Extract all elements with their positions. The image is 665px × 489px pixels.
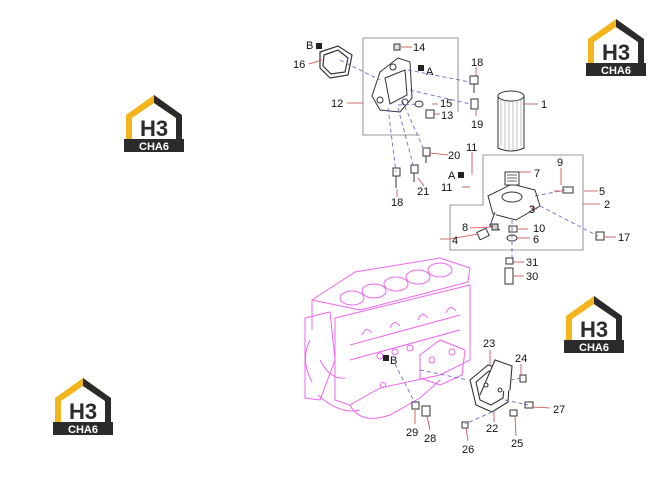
marker-B-lower: B xyxy=(383,355,397,367)
callout-6: 6 xyxy=(533,234,539,246)
callout-14: 14 xyxy=(413,42,425,54)
logo-mark: H3 xyxy=(140,116,168,141)
marker-label: A xyxy=(448,170,456,182)
marker-A-lower: A xyxy=(448,170,464,182)
callout-4: 4 xyxy=(452,235,458,247)
callout-9: 9 xyxy=(557,157,563,169)
callout-17: 17 xyxy=(618,232,630,244)
logo-word: CHA6 xyxy=(139,141,169,153)
engine-block-outline xyxy=(304,257,471,419)
callout-18-upper: 18 xyxy=(471,57,483,69)
logo-mark: H3 xyxy=(580,317,608,342)
callout-30: 30 xyxy=(526,271,538,283)
leader-lines xyxy=(308,46,616,442)
oil-filter-bracket xyxy=(371,57,413,113)
callout-19: 19 xyxy=(471,119,483,131)
callout-8: 8 xyxy=(462,222,468,234)
marker-label: A xyxy=(426,66,434,78)
callout-25: 25 xyxy=(511,438,523,450)
callout-12: 12 xyxy=(331,98,343,110)
small-parts-head xyxy=(476,186,605,285)
callout-23: 23 xyxy=(483,338,495,350)
callout-5: 5 xyxy=(599,186,605,198)
callout-29: 29 xyxy=(406,427,418,439)
callout-2: 2 xyxy=(604,199,610,211)
marker-label: B xyxy=(390,355,397,367)
callout-26: 26 xyxy=(462,444,474,456)
callout-7: 7 xyxy=(534,168,540,180)
callout-20: 20 xyxy=(448,150,460,162)
oil-filter-element xyxy=(497,90,525,152)
logo-word: CHA6 xyxy=(68,424,98,436)
logo-mark: H3 xyxy=(602,40,630,65)
callout-1: 1 xyxy=(541,99,547,111)
callout-3: 3 xyxy=(529,204,535,216)
callout-31: 31 xyxy=(526,257,538,269)
filter-head xyxy=(487,171,541,231)
small-parts-lower xyxy=(411,374,534,429)
callout-24: 24 xyxy=(515,353,527,365)
callout-11-upper: 11 xyxy=(466,142,477,154)
callout-10: 10 xyxy=(533,223,545,235)
callout-16: 16 xyxy=(293,59,305,71)
callout-22: 22 xyxy=(486,423,498,435)
marker-A-upper: A xyxy=(418,65,434,78)
callout-15: 15 xyxy=(440,98,452,110)
small-parts-upper xyxy=(392,43,479,188)
callout-numbers: 1 2 3 4 5 6 7 8 9 10 11 11 12 13 14 15 1… xyxy=(293,42,630,456)
callout-27: 27 xyxy=(553,404,565,416)
logo-mark: H3 xyxy=(69,399,97,424)
callout-28: 28 xyxy=(424,433,436,445)
callout-18-lower: 18 xyxy=(391,197,403,209)
marker-B-upper: B xyxy=(306,40,322,52)
logo-word: CHA6 xyxy=(579,342,609,354)
gasket xyxy=(319,45,353,79)
marker-label: B xyxy=(306,40,313,52)
callout-11-lower: 11 xyxy=(441,182,452,194)
filter-head-frame xyxy=(449,154,584,251)
assembly-lines xyxy=(339,59,599,425)
cover-plate-assembly xyxy=(469,359,513,413)
logo-word: CHA6 xyxy=(601,65,631,77)
callout-13: 13 xyxy=(441,110,453,122)
callout-21: 21 xyxy=(417,186,429,198)
